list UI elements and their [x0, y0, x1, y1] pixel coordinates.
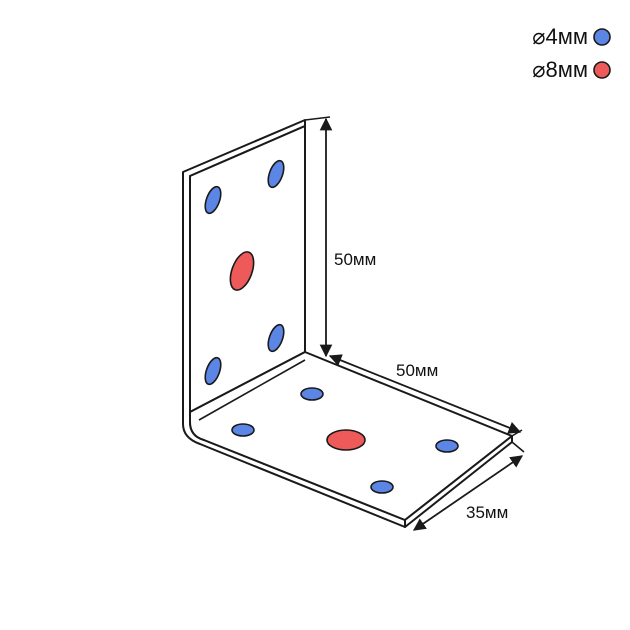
- dimension-horizontal: 50мм: [328, 354, 523, 437]
- dimension-line: [412, 455, 524, 531]
- small-hole: [231, 423, 255, 437]
- legend-small-hole-dot: [593, 28, 611, 46]
- dimension-width: 35мм: [412, 441, 525, 531]
- small-hole: [204, 356, 222, 386]
- extension-line: [304, 116, 331, 121]
- small-hole: [267, 159, 285, 189]
- small-hole: [435, 439, 459, 453]
- large-hole: [229, 251, 255, 291]
- legend-large-hole-dot: [593, 61, 611, 79]
- legend: ⌀4мм ⌀8мм: [532, 24, 611, 82]
- bend-line: [198, 359, 306, 421]
- dimension-line: [328, 354, 522, 434]
- extension-line: [511, 441, 525, 453]
- legend-large-hole-label: ⌀8мм: [532, 57, 588, 82]
- small-hole: [267, 323, 285, 353]
- dimension-label-width: 35мм: [466, 503, 508, 522]
- horizontal-plate-holes: [231, 387, 459, 494]
- dimension-label-height: 50мм: [334, 250, 376, 269]
- legend-small-hole-label: ⌀4мм: [532, 24, 588, 49]
- angle-bracket: [182, 119, 513, 528]
- small-hole: [300, 387, 324, 401]
- dimension-vertical: 50мм: [304, 116, 376, 358]
- small-hole: [204, 185, 222, 215]
- dimension-label-length: 50мм: [396, 361, 438, 380]
- vertical-plate-holes: [204, 159, 285, 386]
- small-hole: [370, 480, 394, 494]
- large-hole: [326, 429, 366, 451]
